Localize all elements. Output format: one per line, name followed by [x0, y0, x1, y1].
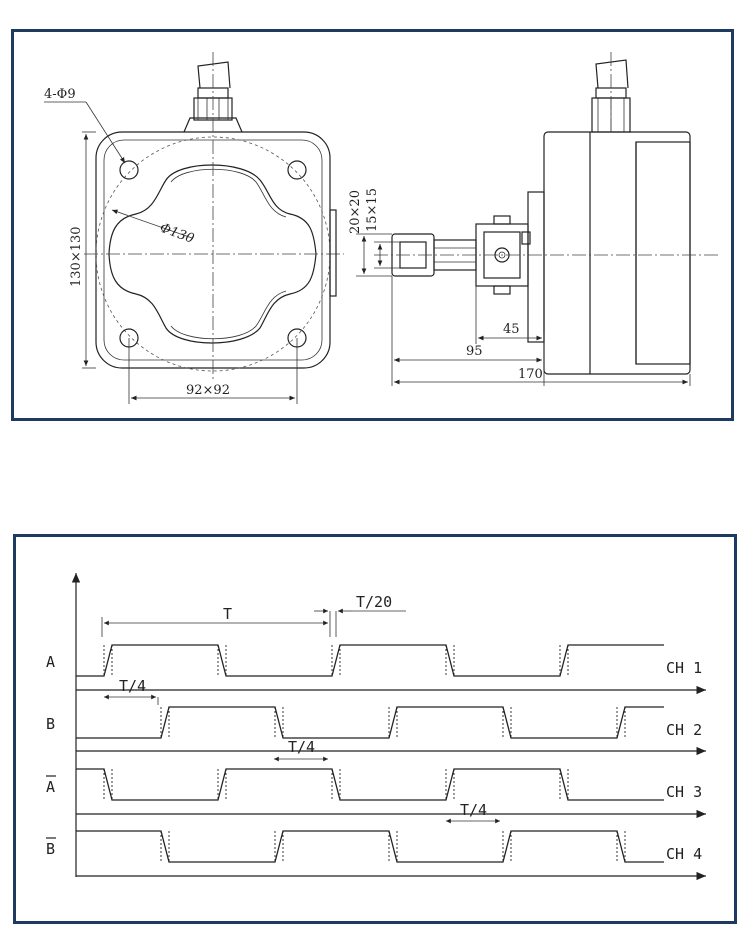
encoder-body: [543, 131, 691, 375]
timing-diagram-panel: A B A B CH 1 CH 2 CH 3 CH 4 T T/20 T/4 T…: [13, 534, 737, 924]
side-view: 20×20 15×15 45 95 170: [348, 52, 719, 386]
waveform-ch4: [76, 830, 664, 863]
period-label: T: [223, 605, 232, 623]
signal-label-b: B: [46, 715, 55, 733]
circle-label: Φ130: [158, 221, 196, 247]
connector-cap: [197, 61, 231, 89]
shaft-outer-label: 20×20: [348, 190, 363, 234]
outer-size-label: 130×130: [69, 226, 84, 287]
edge-label: T/20: [356, 593, 392, 611]
signal-label-a: A: [46, 653, 55, 671]
front-view: 4-Φ9 Φ130 130×130 92×92: [44, 52, 344, 404]
channel-label-ch2: CH 2: [666, 721, 702, 739]
signal-label-a-bar: A: [46, 778, 55, 796]
shaft-inner-label: 15×15: [365, 188, 380, 232]
dim-45-label: 45: [503, 322, 520, 337]
waveform-ch1: [76, 644, 664, 677]
dim-170-label: 170: [518, 367, 543, 382]
channel-label-ch1: CH 1: [666, 659, 702, 677]
mounting-hole-tl: [119, 160, 139, 180]
signal-label-b-bar: B: [46, 840, 55, 858]
hole-spacing-label: 92×92: [186, 383, 230, 398]
quarter-label-3: T/4: [460, 801, 487, 819]
quarter-label-1: T/4: [119, 677, 146, 695]
channel-label-ch3: CH 3: [666, 783, 702, 801]
waveform-ch3: [76, 768, 664, 801]
mounting-flange: [527, 191, 545, 343]
mechanical-drawing-panel: 4-Φ9 Φ130 130×130 92×92: [11, 29, 734, 421]
waveform-ch2: [76, 706, 664, 739]
quarter-label-2: T/4: [288, 738, 315, 756]
waveforms: [76, 644, 664, 863]
mechanical-drawing: 4-Φ9 Φ130 130×130 92×92: [44, 52, 719, 404]
side-connector-cap: [595, 59, 629, 89]
timing-diagram: A B A B CH 1 CH 2 CH 3 CH 4 T T/20 T/4 T…: [46, 573, 706, 881]
holes-label: 4-Φ9: [44, 87, 76, 102]
dim-95-label: 95: [466, 344, 483, 359]
channel-label-ch4: CH 4: [666, 845, 702, 863]
body-window-outline: [108, 164, 317, 344]
mounting-hole-tr: [287, 160, 307, 180]
